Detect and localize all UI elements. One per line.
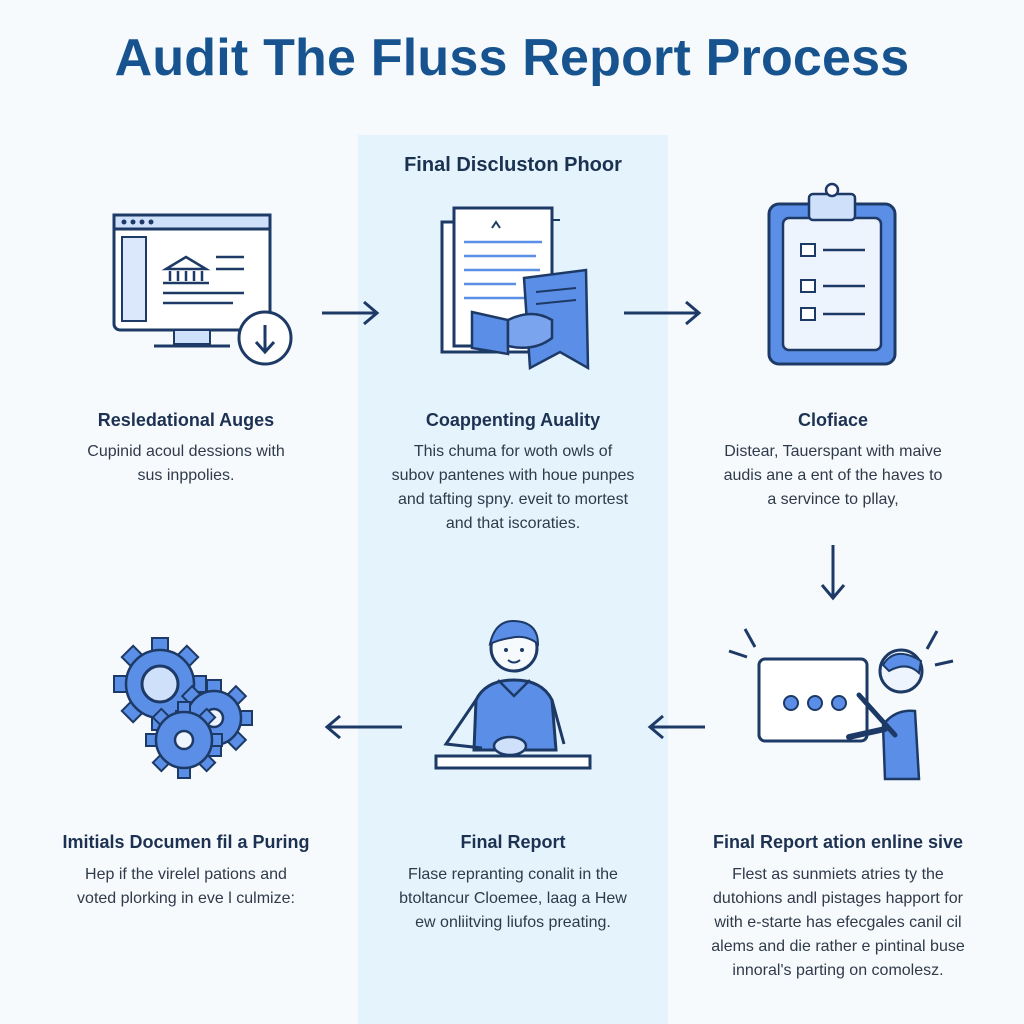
band-title: Final Discluston Phoor: [404, 154, 622, 176]
step-4-desc-line: alems and die rather e pintinal buse: [711, 938, 965, 955]
step-1-description: Cupinid acoul dessions with sus inppolie…: [36, 440, 336, 488]
step-2-desc-line: and that iscoraties.: [445, 515, 581, 532]
arrow-right-icon: [624, 300, 702, 326]
gears-icon: [113, 637, 253, 779]
step-6-desc-line: voted plorking in eve l culmize:: [77, 890, 295, 907]
step-4-desc-line: with e-starte has efecgales canil cil: [714, 914, 962, 931]
step-6-title: Imitials Documen fil a Puring: [62, 832, 310, 852]
step-3-desc-line: a servince to pllay,: [767, 491, 899, 508]
step-3-title: Clofiace: [797, 410, 869, 430]
monitor-download-icon: [112, 213, 293, 366]
step-3-desc-line: audis ane a ent of the haves to: [723, 467, 943, 484]
step-2-desc-line: This chuma for woth owls of: [413, 443, 613, 460]
step-2-desc-line: and tafting spny. eveit to mortest: [397, 491, 629, 508]
step-6-desc-line: Hep if the virelel pations and: [85, 866, 287, 883]
step-3-desc-line: Distear, Tauerspant with maive: [724, 443, 942, 460]
clipboard-checklist-icon: [767, 182, 897, 366]
arrow-right-icon: [322, 300, 380, 326]
documents-handshake-icon: [440, 206, 590, 371]
step-5-desc-line: btoltancur Cloemee, laag a Hew: [399, 890, 627, 907]
step-5-desc-line: ew onliitving liufos preating.: [415, 914, 611, 931]
page-title: Audit The Fluss Report Process: [114, 29, 910, 87]
step-2-title: Coappenting Auality: [425, 410, 601, 430]
arrow-down-icon: [820, 545, 846, 601]
step-1-desc-line: sus inppolies.: [137, 467, 235, 484]
step-4-desc-line: dutohions andl pistages happort for: [713, 890, 963, 907]
arrow-left-icon: [324, 714, 402, 740]
step-1-desc-line: Cupinid acoul dessions with: [87, 443, 285, 460]
step-2-description: This chuma for woth owls of subov panten…: [358, 440, 668, 536]
step-5-description: Flase repranting conalit in the btoltanc…: [358, 863, 668, 935]
step-5-desc-line: Flase repranting conalit in the: [408, 866, 618, 883]
step-1-title: Resledational Auges: [97, 410, 275, 430]
step-4-desc-line: Flest as sunmiets atries ty the: [732, 866, 944, 883]
person-presenting-screen-icon: [728, 628, 954, 781]
step-4-desc-line: innoral's parting on comolesz.: [732, 962, 944, 979]
step-3-description: Distear, Tauerspant with maive audis ane…: [683, 440, 983, 512]
person-at-desk-icon: [434, 620, 592, 770]
step-4-title: Final Report ation enline sive: [712, 832, 964, 852]
step-5-title: Final Report: [460, 832, 566, 852]
step-4-description: Flest as sunmiets atries ty the dutohion…: [683, 863, 993, 983]
step-6-description: Hep if the virelel pations and voted plo…: [26, 863, 346, 911]
step-2-desc-line: subov pantenes with houe punpes: [391, 467, 635, 484]
arrow-left-icon: [647, 714, 705, 740]
